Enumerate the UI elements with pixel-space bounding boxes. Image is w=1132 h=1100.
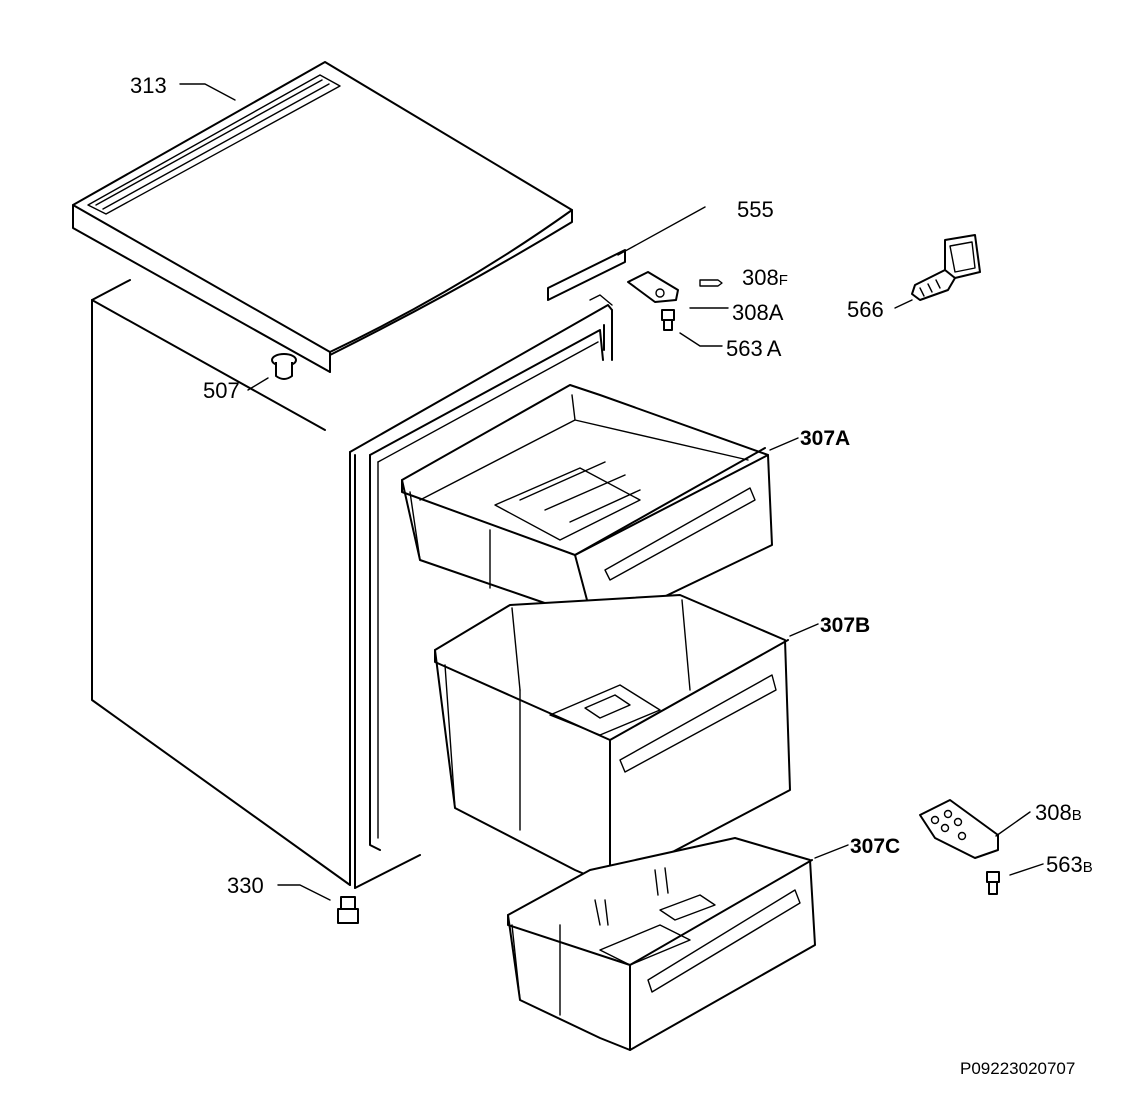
drawer-307b — [434, 594, 791, 886]
label-555: 555 — [737, 197, 774, 222]
label-507: 507 — [203, 378, 240, 403]
hinge-308b — [919, 799, 999, 859]
label-308f: 308F — [742, 265, 788, 290]
key-566 — [911, 234, 981, 301]
label-566: 566 — [847, 297, 884, 322]
label-308b: 308B — [1035, 800, 1082, 825]
label-313: 313 — [130, 73, 167, 98]
cabinet-body — [91, 279, 613, 889]
foot-330 — [337, 896, 359, 924]
label-308a: 308A — [732, 300, 784, 325]
label-307a: 307A — [800, 427, 850, 450]
plate-555 — [547, 249, 626, 301]
pin-308f — [699, 279, 723, 287]
screw-563a — [661, 309, 675, 331]
label-563b: 563B — [1046, 852, 1093, 877]
top-cover-313 — [72, 61, 573, 373]
plug-507 — [271, 353, 297, 380]
leader-lines — [179, 83, 1044, 901]
label-307c: 307C — [850, 835, 900, 858]
label-307b: 307B — [820, 614, 870, 637]
hinge-308a — [627, 271, 679, 303]
screw-563b — [986, 871, 1000, 895]
drawer-307c — [507, 837, 816, 1051]
drawer-307a — [401, 384, 773, 631]
label-330: 330 — [227, 873, 264, 898]
reference-code: P09223020707 — [960, 1059, 1075, 1078]
